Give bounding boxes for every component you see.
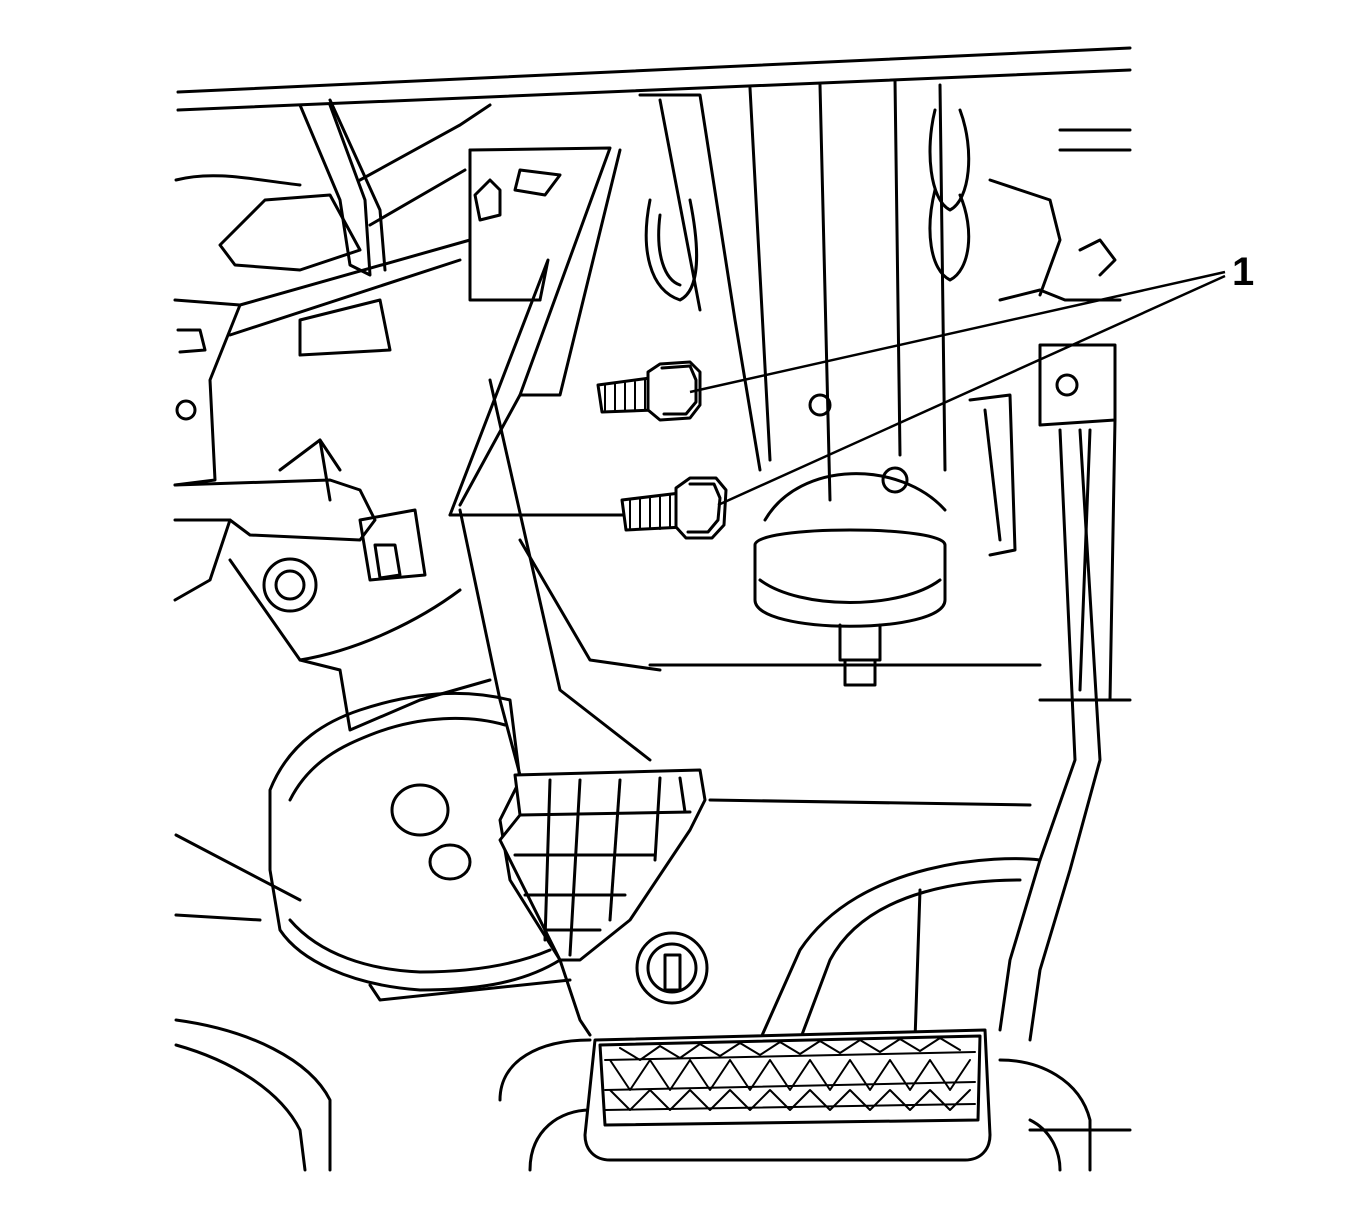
callout-1-label: 1 bbox=[1232, 250, 1254, 294]
lower-floor-panel bbox=[498, 931, 1132, 1172]
brake-pedal-arm bbox=[648, 428, 1102, 1042]
callout-1-leaders bbox=[689, 270, 1226, 507]
steering-column bbox=[638, 78, 971, 687]
ribbed-pedal-bracket bbox=[498, 768, 707, 962]
pedal-mounting-plate bbox=[448, 146, 662, 777]
dash-panel-frame bbox=[174, 46, 1132, 1172]
upper-left-bracket bbox=[173, 98, 492, 487]
right-bracket bbox=[968, 178, 1132, 702]
bolt-lower bbox=[620, 476, 728, 540]
brake-pedal-pad bbox=[583, 1028, 992, 1162]
bolt-upper bbox=[596, 360, 702, 422]
pedal-pivot-arm bbox=[173, 438, 492, 732]
pedal-pivot-plate bbox=[268, 691, 572, 1002]
